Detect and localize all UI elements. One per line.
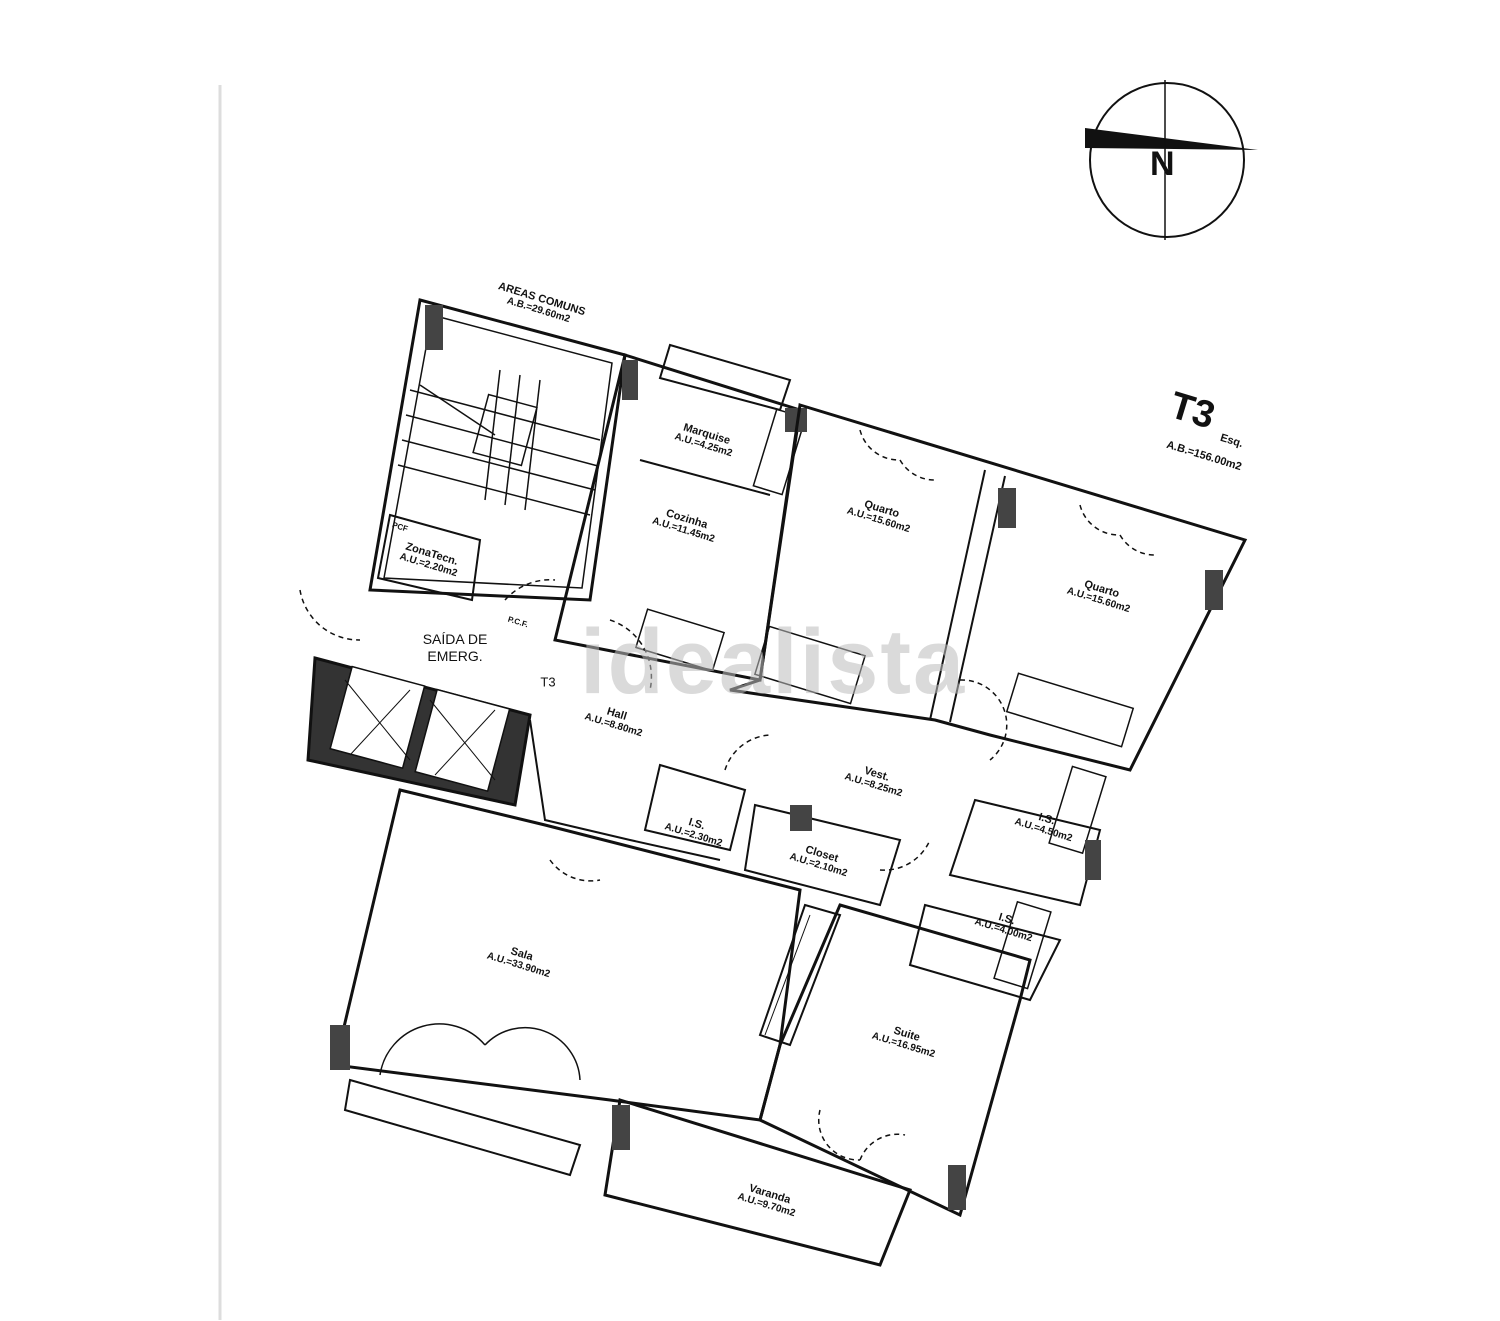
watermark: idealista [580, 611, 967, 713]
walls [306, 298, 1248, 1267]
door-swings [299, 429, 1156, 1161]
entry-label: T3 [540, 674, 556, 690]
north-compass-icon [1085, 80, 1258, 240]
compass-label: N [1150, 145, 1175, 183]
